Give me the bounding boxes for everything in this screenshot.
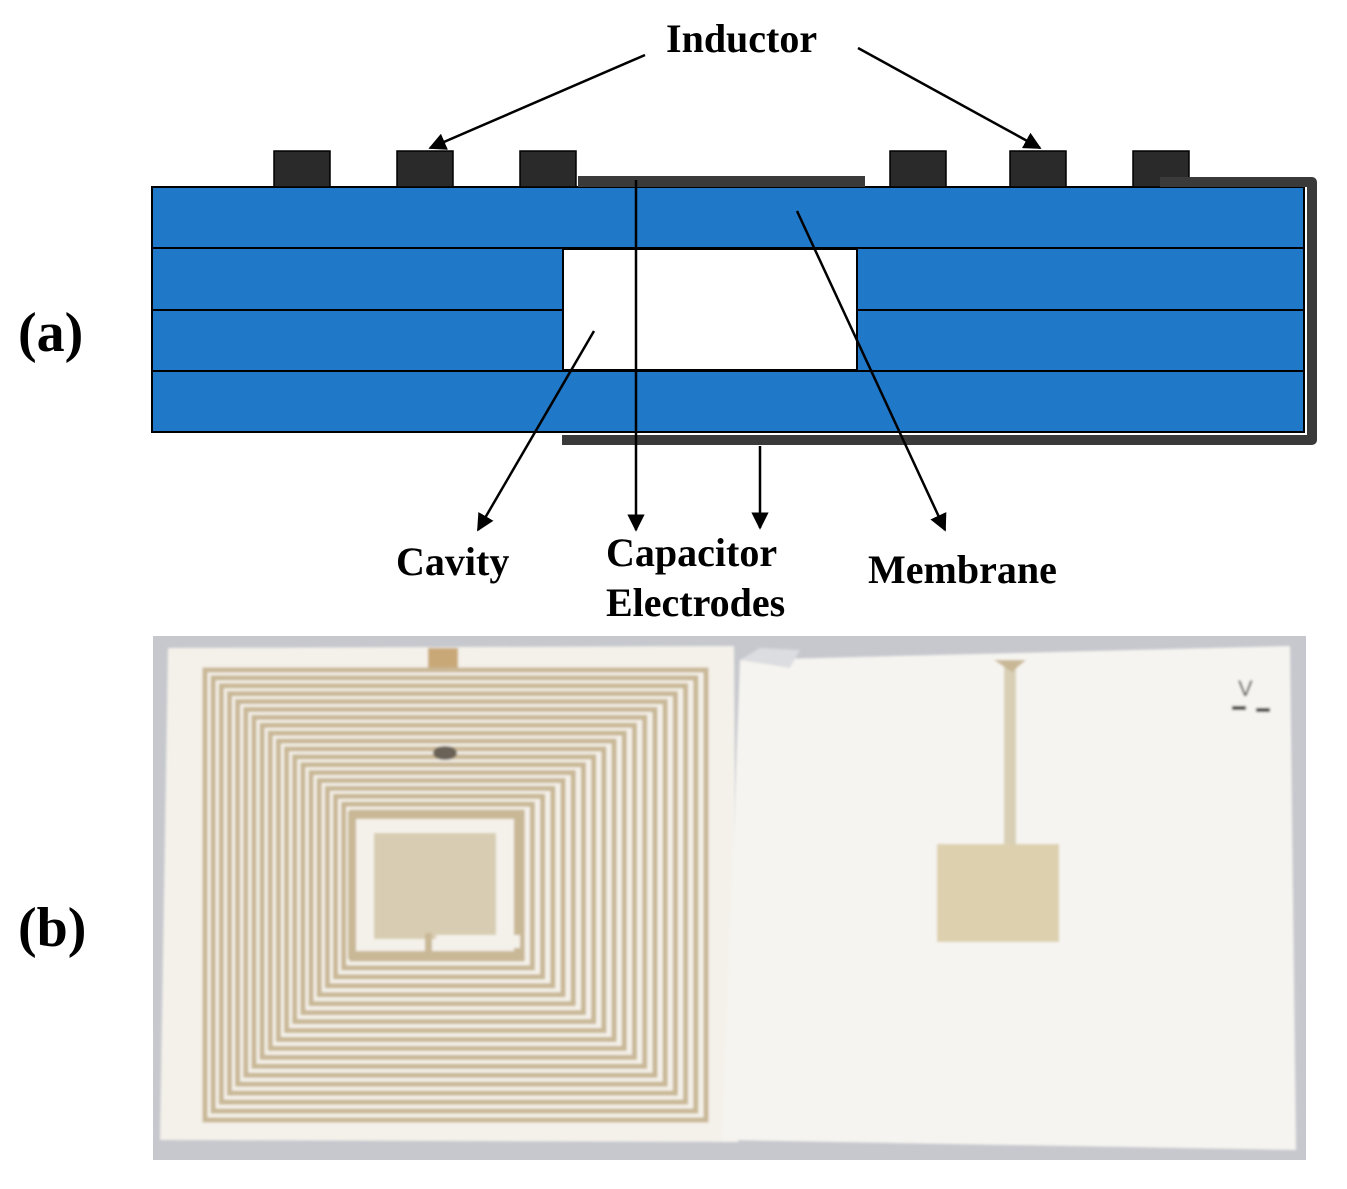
panel-b-label: (b): [18, 897, 86, 959]
spiral-turn: [333, 793, 546, 980]
inner-pad: [374, 833, 496, 939]
cavity-label: Cavity: [396, 539, 509, 584]
spiral-turn: [251, 714, 648, 1069]
membrane-label: Membrane: [868, 547, 1057, 592]
inductor-label: Inductor: [666, 16, 817, 61]
spiral-turn: [300, 762, 586, 1016]
top-electrode: [578, 176, 865, 187]
spiral-turn: [324, 785, 556, 989]
spiral-turn: [275, 738, 617, 1042]
inductor-trace: [273, 150, 331, 188]
spiral-turn: [235, 699, 668, 1087]
electrode-lead: [1004, 664, 1016, 846]
inductor-trace: [519, 150, 577, 188]
inductor-arrow-right: [857, 46, 1042, 150]
panel-a-diagram: [151, 46, 1317, 532]
spiral-turn: [210, 675, 699, 1114]
inductor-tile: [160, 646, 738, 1142]
tile-mark: V: [1238, 676, 1253, 701]
spiral-turn: [226, 691, 678, 1096]
spiral-turn: [341, 801, 535, 971]
spiral-turn: [308, 770, 576, 1007]
spiral-turn: [316, 778, 566, 998]
cavity: [562, 248, 858, 371]
inductor-trace: [889, 150, 947, 188]
inductor-arrow-left: [428, 53, 646, 150]
inductor-trace: [1009, 150, 1067, 188]
membrane-arrow: [795, 210, 947, 532]
panel-b-photo: V: [153, 636, 1306, 1160]
electrode-tile: V: [722, 646, 1296, 1150]
spiral-turn: [218, 683, 689, 1105]
spiral-turn: [259, 722, 638, 1060]
capacitor-label: Capacitor: [606, 530, 777, 575]
spiral-turn: [202, 667, 709, 1123]
electrodes-label: Electrodes: [606, 580, 785, 625]
spiral-turn: [243, 706, 658, 1078]
inductor-trace: [396, 150, 454, 188]
electrode-pad: [937, 844, 1059, 942]
substrate-layer-4: [151, 370, 1305, 433]
substrate-layer-1: [151, 186, 1305, 249]
connection-path: [562, 177, 1317, 445]
spiral-turn: [267, 730, 627, 1051]
panel-a-label: (a): [18, 302, 83, 364]
cavity-arrow: [476, 330, 596, 532]
